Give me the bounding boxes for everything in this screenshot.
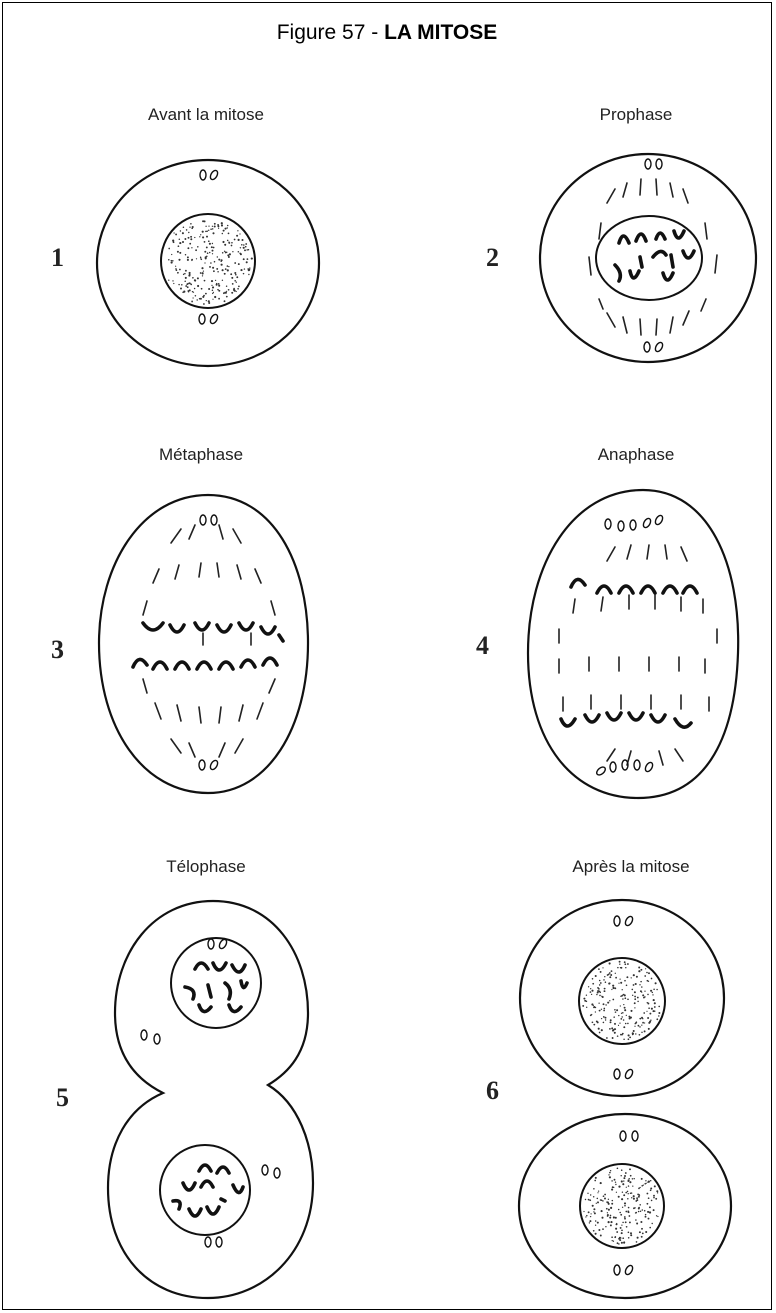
cell-6-lower-centriole-top: [620, 1131, 638, 1141]
cell-6-upper-centriole-top: [614, 915, 634, 927]
cell-6-upper-nucleus: [579, 958, 665, 1044]
cell-6-lower-centriole-bottom: [614, 1264, 634, 1276]
cell-6-diagram: [3, 3, 773, 1311]
cell-6-upper-centriole-bottom: [614, 1068, 634, 1080]
